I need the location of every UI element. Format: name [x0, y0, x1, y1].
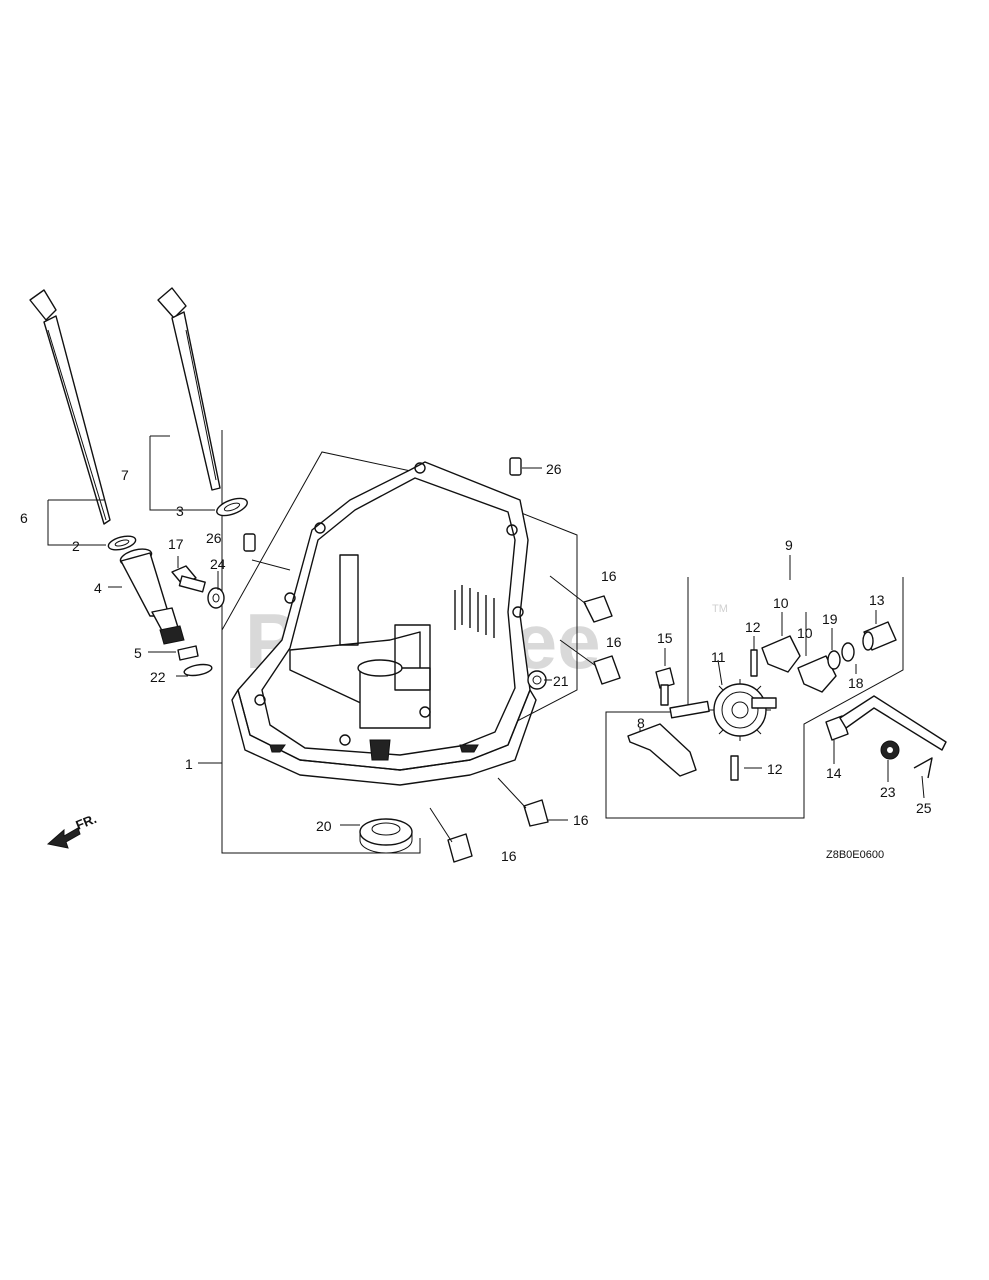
callout-17: 17	[168, 536, 184, 552]
governor-weight-10-a-part[interactable]	[761, 635, 801, 673]
dowel-pin-26-a-part[interactable]	[243, 533, 256, 552]
callout-21: 21	[553, 673, 569, 689]
callout-13: 13	[869, 592, 885, 608]
callout-7: 7	[121, 467, 129, 483]
dowel-pin-26-b-part[interactable]	[509, 457, 522, 476]
flange-bolt-16-a-part[interactable]	[549, 575, 613, 623]
washer-19-part[interactable]	[827, 650, 841, 670]
callout-12-b: 12	[767, 761, 783, 777]
callout-10-b: 10	[797, 625, 813, 641]
callout-15: 15	[657, 630, 673, 646]
pin-12-a-part[interactable]	[750, 649, 758, 677]
o-ring-3-part[interactable]	[215, 495, 250, 519]
callout-1: 1	[185, 756, 193, 772]
governor-sleeve-part[interactable]	[862, 621, 897, 651]
callout-25: 25	[916, 800, 932, 816]
callout-6: 6	[20, 510, 28, 526]
flange-bolt-16-d-part[interactable]	[429, 807, 473, 863]
flange-bolt-16-c-part[interactable]	[497, 777, 549, 827]
callout-19: 19	[822, 611, 838, 627]
callout-5: 5	[134, 645, 142, 661]
callout-4: 4	[94, 580, 102, 596]
washer-18-part[interactable]	[841, 642, 855, 662]
callout-16-b: 16	[606, 634, 622, 650]
callout-8: 8	[637, 715, 645, 731]
bolt-15-part[interactable]	[655, 667, 675, 706]
callout-11: 11	[711, 649, 726, 665]
governor-holder-part[interactable]	[627, 700, 710, 777]
callout-16-c: 16	[573, 812, 589, 828]
callout-26-a: 26	[206, 530, 222, 546]
crankcase-cover-part[interactable]	[231, 461, 537, 786]
o-ring-2-part[interactable]	[107, 534, 137, 553]
oil-seal-part[interactable]	[359, 818, 413, 854]
callout-12-a: 12	[745, 619, 761, 635]
clip-25-part[interactable]	[913, 757, 933, 779]
watermark-trademark: TM	[712, 603, 728, 615]
callout-16-a: 16	[601, 568, 617, 584]
front-arrow-icon	[46, 827, 81, 849]
callout-9: 9	[785, 537, 793, 553]
callout-2: 2	[72, 538, 80, 554]
callout-18: 18	[848, 675, 864, 691]
flange-bolt-16-b-part[interactable]	[559, 639, 621, 685]
front-direction-marker: FR.	[46, 811, 99, 849]
drain-bolt-part[interactable]	[171, 565, 206, 593]
callout-22: 22	[150, 669, 166, 685]
callout-20: 20	[316, 818, 332, 834]
dipstick-long-part[interactable]	[29, 289, 111, 525]
governor-shaft-part[interactable]	[825, 695, 947, 751]
dipstick-short-part[interactable]	[157, 287, 221, 491]
callout-24: 24	[210, 556, 226, 572]
callout-3: 3	[176, 503, 184, 519]
oil-filler-tube-part[interactable]	[119, 546, 185, 645]
leader-lines	[47, 435, 925, 826]
front-label: FR.	[74, 811, 99, 833]
callout-23: 23	[880, 784, 896, 800]
washer-23-part[interactable]	[880, 740, 900, 760]
callout-16-d: 16	[501, 848, 517, 864]
callout-26-b: 26	[546, 461, 562, 477]
diagram-code: Z8B0E0600	[826, 849, 884, 861]
washer-24-part[interactable]	[207, 587, 225, 609]
callout-10-a: 10	[773, 595, 789, 611]
pin-12-b-part[interactable]	[730, 755, 739, 781]
clip-5-part[interactable]	[177, 645, 199, 661]
nut-21-part[interactable]	[527, 670, 547, 690]
washer-22-part[interactable]	[183, 663, 213, 678]
governor-gear-part[interactable]	[709, 679, 777, 741]
callout-14: 14	[826, 765, 842, 781]
governor-weight-10-b-part[interactable]	[797, 655, 837, 693]
callout-labels: 1 2 3 4 5 6 7 8 9 10 10 11 12 12 13 14 1…	[20, 461, 932, 864]
